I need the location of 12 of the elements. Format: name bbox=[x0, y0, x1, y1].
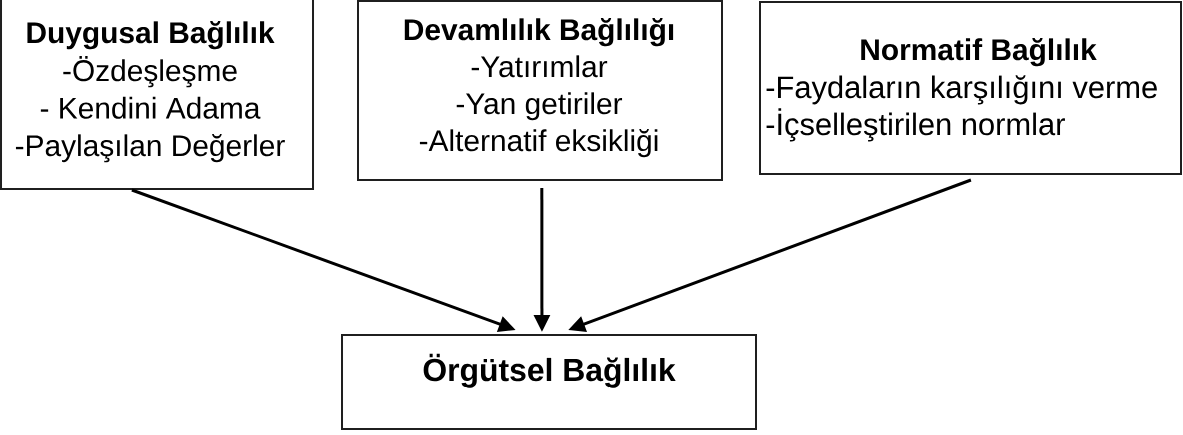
list-item: -Yan getiriler bbox=[456, 92, 623, 121]
list-item: -Faydaların karşılığını verme bbox=[766, 75, 1157, 105]
list-item: -İçselleştirilen normlar bbox=[766, 108, 1065, 142]
list-item: -Alternatif eksikliği bbox=[419, 128, 658, 158]
list-item: -Özdeşleşme bbox=[63, 55, 237, 88]
list-item: -Yatırımlar bbox=[471, 55, 608, 78]
box-heading: Duygusal Bağlılık bbox=[27, 21, 275, 50]
concept-box: Örgütsel Bağlılık bbox=[341, 334, 757, 430]
list-item: - Kendini Adama bbox=[40, 96, 261, 119]
list-item: -Paylaşılan Değerler bbox=[15, 133, 285, 163]
box-heading: Normatif Bağlılık bbox=[861, 38, 1097, 67]
box-heading: Devamlılık Bağlılığı bbox=[404, 18, 674, 47]
